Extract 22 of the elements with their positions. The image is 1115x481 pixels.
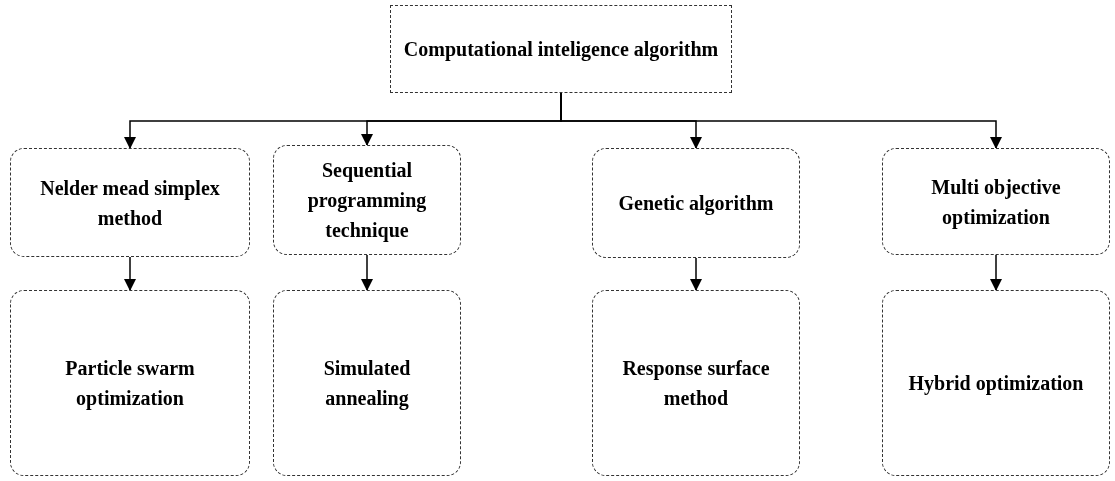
node-label: Nelder mead simplex method — [39, 175, 221, 231]
arrow — [361, 254, 373, 291]
rounded-process-box — [592, 290, 800, 476]
node-label: Computational inteligence algorithm — [403, 37, 719, 63]
rounded-process-box — [592, 148, 800, 258]
node-label: Hybrid optimization — [908, 371, 1084, 397]
arrow — [990, 254, 1002, 291]
rounded-process-box — [273, 145, 461, 255]
node-label: Simulated annealing — [322, 356, 412, 412]
node-label: Genetic algorithm — [618, 191, 774, 217]
rounded-process-box — [10, 290, 250, 476]
node-label: Response surface method — [621, 356, 771, 411]
rounded-process-box — [10, 148, 250, 257]
rounded-process-box — [882, 148, 1110, 255]
node-label: Multi objective optimization — [930, 174, 1062, 231]
arrow — [124, 256, 136, 291]
node-label: Particle swarm optimization — [64, 356, 196, 412]
arrow — [690, 257, 702, 291]
rounded-process-box — [273, 290, 461, 476]
node-label: Sequential programming technique — [306, 158, 428, 244]
rounded-process-box — [882, 290, 1110, 476]
process-box — [390, 5, 732, 93]
